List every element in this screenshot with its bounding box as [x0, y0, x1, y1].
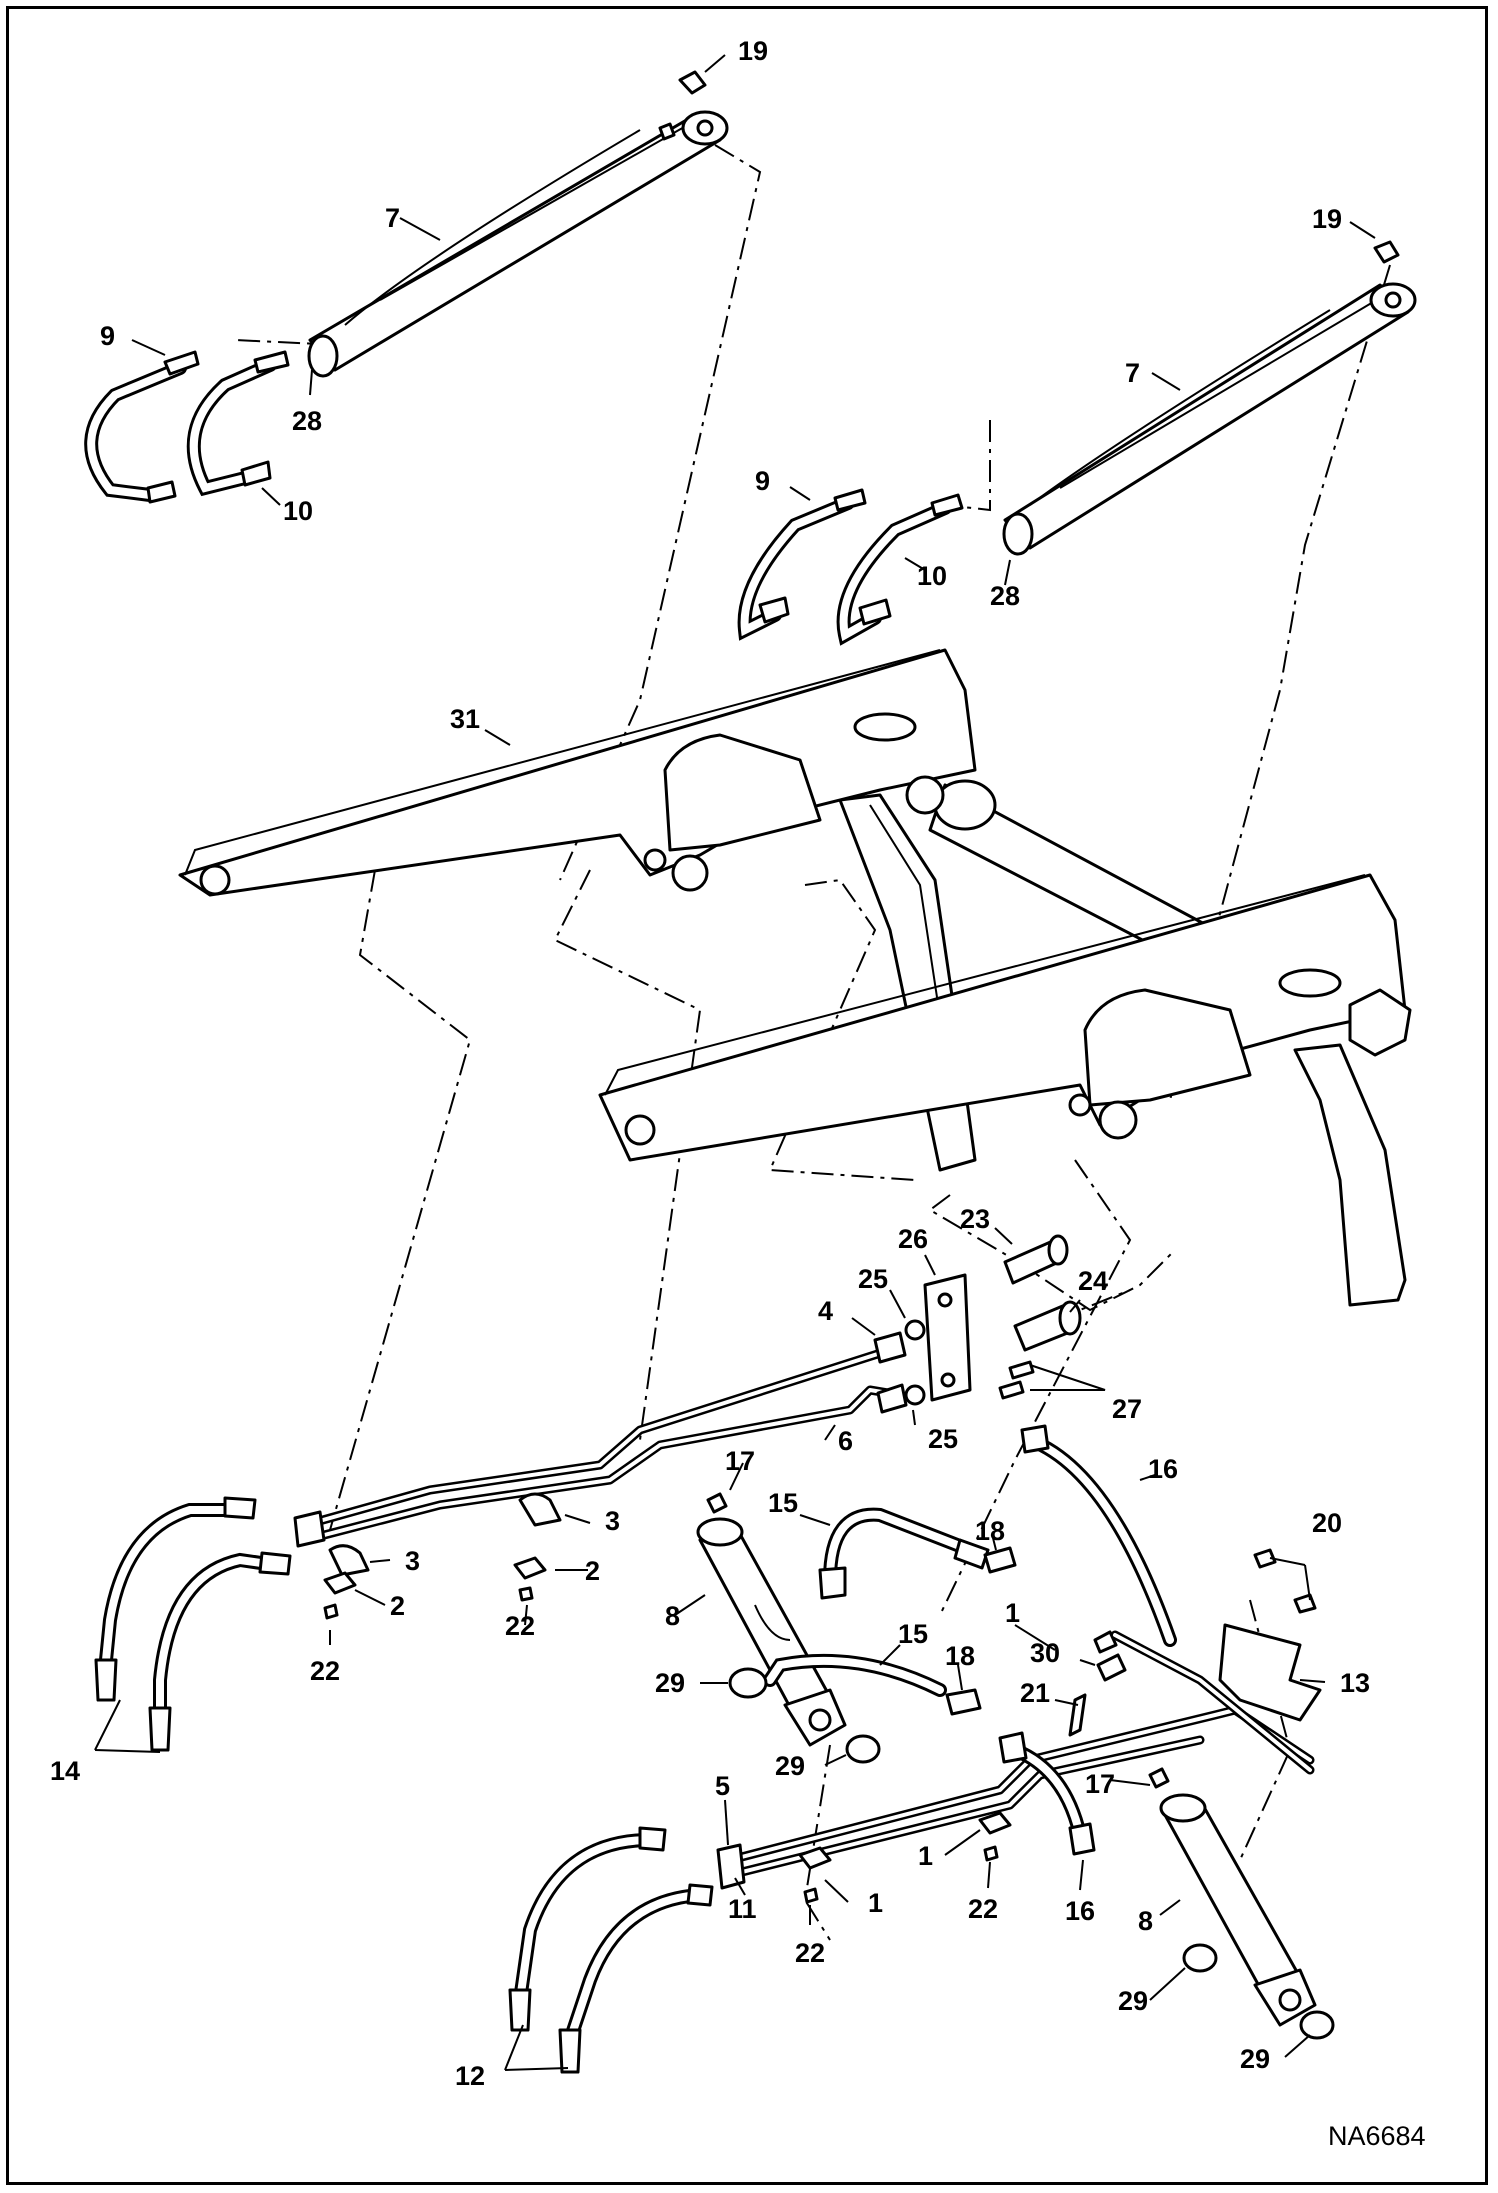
hoses-right-9-10	[737, 488, 964, 646]
hoses-12	[508, 1826, 714, 2074]
hose-15-16-lower	[763, 1653, 1096, 1856]
fittings-21-30	[1068, 1630, 1127, 1737]
callout-22: 22	[310, 1656, 340, 1686]
callout-28: 28	[292, 406, 322, 436]
hoses-14	[94, 1496, 292, 1752]
callout-13: 13	[1340, 1668, 1370, 1698]
callout-16: 16	[1065, 1896, 1095, 1926]
lift-cylinder-left	[307, 70, 729, 378]
hose-16-upper	[1020, 1424, 1177, 1647]
callout-9: 9	[755, 466, 770, 496]
o-rings-29	[728, 1667, 1335, 2040]
callout-25: 25	[858, 1264, 888, 1294]
callout-2: 2	[585, 1556, 600, 1586]
callout-11: 11	[728, 1894, 757, 1924]
lift-cylinder-right	[1002, 240, 1417, 556]
diagram-id: NA6684	[1328, 2121, 1426, 2151]
tilt-cylinder-right	[1148, 1767, 1317, 2027]
callout-17: 17	[1085, 1769, 1115, 1799]
clamps-upper	[323, 1492, 562, 1620]
callout-8: 8	[665, 1601, 680, 1631]
callout-17: 17	[725, 1446, 755, 1476]
hoses-left-9-10	[84, 350, 290, 504]
callout-29: 29	[655, 1668, 685, 1698]
callout-26: 26	[898, 1224, 928, 1254]
callout-7: 7	[1125, 358, 1140, 388]
callout-16: 16	[1148, 1454, 1178, 1484]
callout-19: 19	[1312, 204, 1342, 234]
callout-15: 15	[768, 1488, 798, 1518]
callout-24: 24	[1078, 1266, 1108, 1296]
callout-31: 31	[450, 704, 480, 734]
callout-23: 23	[960, 1204, 990, 1234]
callout-18: 18	[975, 1516, 1005, 1546]
callout-14: 14	[50, 1756, 80, 1786]
callout-7: 7	[385, 203, 400, 233]
callout-4: 4	[818, 1296, 833, 1326]
tube-lines-upper	[293, 1331, 908, 1548]
callout-20: 20	[1312, 1508, 1342, 1538]
callout-1: 1	[918, 1841, 933, 1871]
callout-25: 25	[928, 1424, 958, 1454]
callout-18: 18	[945, 1641, 975, 1671]
lift-arm-assembly	[178, 648, 1412, 1307]
leader-lines	[94, 54, 1376, 2071]
callout-29: 29	[1118, 1986, 1148, 2016]
callout-22: 22	[795, 1938, 825, 1968]
callout-9: 9	[100, 321, 115, 351]
clamps-lower	[798, 1811, 1012, 1904]
callout-21: 21	[1020, 1678, 1050, 1708]
callout-10: 10	[917, 561, 947, 591]
callout-22: 22	[505, 1611, 535, 1641]
callout-28: 28	[990, 581, 1020, 611]
coupler-bracket	[904, 1234, 1082, 1406]
callout-19: 19	[738, 36, 768, 66]
callout-1: 1	[1005, 1598, 1020, 1628]
callout-22: 22	[968, 1894, 998, 1924]
callout-15: 15	[898, 1619, 928, 1649]
tilt-cylinder-left	[696, 1492, 847, 1747]
callout-8: 8	[1138, 1906, 1153, 1936]
callout-27: 27	[1112, 1394, 1142, 1424]
fittings-18	[945, 1546, 1017, 1716]
callout-1: 1	[868, 1888, 883, 1918]
callout-29: 29	[1240, 2044, 1270, 2074]
callout-5: 5	[715, 1771, 730, 1801]
callout-labels: 19 7 9 28 10 19 7 9 10 28 31 26 23 25 24…	[50, 36, 1426, 2151]
callout-30: 30	[1030, 1638, 1060, 1668]
tube-lines-lower	[716, 1630, 1315, 1890]
callout-3: 3	[605, 1506, 620, 1536]
callout-3: 3	[405, 1546, 420, 1576]
callout-12: 12	[455, 2061, 485, 2091]
callout-29: 29	[775, 1751, 805, 1781]
callout-6: 6	[838, 1426, 853, 1456]
bracket-13	[1218, 1548, 1322, 1722]
callout-2: 2	[390, 1591, 405, 1621]
callout-10: 10	[283, 496, 313, 526]
hose-15-upper	[818, 1507, 990, 1600]
